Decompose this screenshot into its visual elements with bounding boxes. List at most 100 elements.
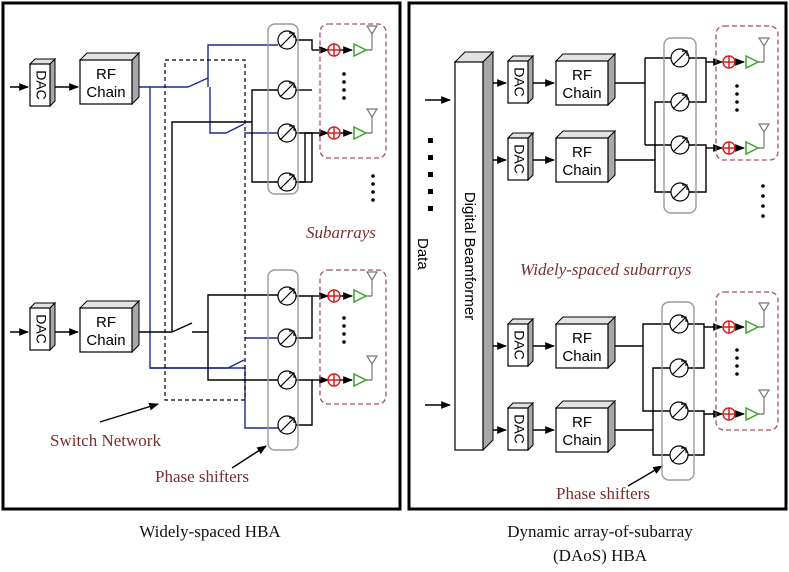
dac-block-front (507, 407, 529, 451)
dac-block: DAC (506, 317, 535, 368)
rf1-branch (209, 87, 226, 134)
ellipsis-dot (342, 316, 346, 320)
ellipsis-dot (342, 88, 346, 92)
phase-shifter-arrowhead (289, 372, 295, 378)
antenna-head (757, 37, 771, 48)
ellipsis-dot (342, 72, 346, 76)
adder-icon (327, 373, 341, 387)
antenna-head (365, 271, 379, 282)
phase-shifter-arrow (279, 32, 295, 48)
phase-shifter-arrow (672, 94, 688, 110)
ellipsis-dot (428, 155, 433, 160)
dac-block-side (49, 57, 56, 108)
rf2-to-ps (226, 121, 278, 183)
ellipsis-dot (371, 174, 375, 178)
phase-shifter-arrowhead (681, 316, 687, 322)
ellipsis-dot (428, 172, 433, 177)
subarrays-label: Subarrays (306, 223, 376, 242)
antenna-head (365, 108, 379, 119)
rf-chain-label-line1: RF (96, 66, 116, 83)
dac-block: DAC (506, 131, 535, 182)
ellipsis-dot (735, 356, 739, 360)
widely-spaced-subarrays-label: Widely-spaced subarrays (520, 260, 692, 279)
amplifier-icon (353, 372, 368, 388)
antenna-head (365, 355, 379, 366)
rf-chain-block-top (554, 316, 617, 325)
ps-out (689, 144, 707, 193)
phase-shifter-icon (669, 401, 689, 421)
digital-beamformer-block-front (454, 61, 484, 451)
rf2-to-ps (192, 294, 278, 333)
phase-shifter-arrowhead (682, 137, 688, 143)
rf-chain-block-side (607, 129, 616, 184)
dac-label: DAC (511, 414, 527, 444)
amplifier-icon (745, 406, 760, 422)
dac-label: DAC (511, 144, 527, 174)
phase-shifter-arrow (279, 372, 295, 388)
antenna-icon (757, 302, 771, 327)
ellipsis-dot (761, 184, 765, 188)
rf-chain-block-top (78, 52, 141, 61)
ellipsis-dot (735, 372, 739, 376)
ps-to-adder (296, 129, 329, 183)
dac-block: DAC (28, 57, 57, 108)
phase-shifter-icon (277, 328, 297, 348)
left-panel-frame (1, 1, 402, 511)
antenna-head (757, 389, 771, 400)
antenna-icon (365, 271, 379, 296)
phase-shifter-group (267, 269, 299, 451)
phase-shifter-arrow (671, 360, 687, 376)
dac-block-side (527, 54, 534, 105)
switch-blade (227, 359, 245, 369)
dac-label: DAC (511, 67, 527, 97)
subarray-box (319, 269, 387, 405)
phase-shifter-icon (277, 172, 297, 192)
adder-icon (327, 126, 341, 140)
adder-icon (327, 43, 341, 57)
phase-shifter-arrow (279, 330, 295, 346)
switch-network-label: Switch Network (50, 431, 161, 450)
phase-shifter-arrow (279, 288, 295, 304)
ps-out (688, 410, 705, 456)
antenna-icon (757, 37, 771, 62)
antenna-icon (365, 355, 379, 380)
phase-shifter-arrowhead (682, 50, 688, 56)
ellipsis-dot (761, 214, 765, 218)
left-caption: Widely-spaced HBA (139, 522, 281, 541)
phase-shifter-arrowhead (681, 403, 687, 409)
phase-shifter-icon (277, 30, 297, 50)
phase-shifter-icon (670, 135, 690, 155)
phase-shifter-arrow (672, 50, 688, 66)
antenna-head (757, 302, 771, 313)
wiring (10, 39, 764, 487)
subarray-box (715, 25, 779, 161)
phase-shifter-arrowhead (289, 174, 295, 180)
ellipsis-dot (735, 364, 739, 368)
adder-icon (327, 289, 341, 303)
dac-label: DAC (33, 70, 49, 100)
ellipsis-dot (342, 332, 346, 336)
antenna-head (365, 25, 379, 36)
rf-chain-label-line2: Chain (562, 162, 601, 179)
dac-block-front (507, 60, 529, 104)
ellipsis-dot (371, 182, 375, 186)
ellipsis-dot (735, 100, 739, 104)
rf-chain-label-line1: RF (572, 144, 592, 161)
ellipsis-dot (342, 80, 346, 84)
rf-chain-label-line2: Chain (562, 432, 601, 449)
ellipsis-dot (761, 194, 765, 198)
rf-chain-block-front (79, 307, 133, 353)
ellipsis-dot (428, 138, 433, 143)
rf-chain-block-top (554, 130, 617, 139)
digital-beamformer-block: Digital Beamformer (453, 50, 495, 452)
amplifier-icon (353, 42, 368, 58)
amplifier-icon (353, 288, 368, 304)
rf-chain-block-side (607, 399, 616, 454)
adder-icon (722, 141, 736, 155)
phase-shifter-icon (277, 80, 297, 100)
rf-chain-block-side (131, 299, 140, 354)
rf-chain-label-line1: RF (572, 67, 592, 84)
